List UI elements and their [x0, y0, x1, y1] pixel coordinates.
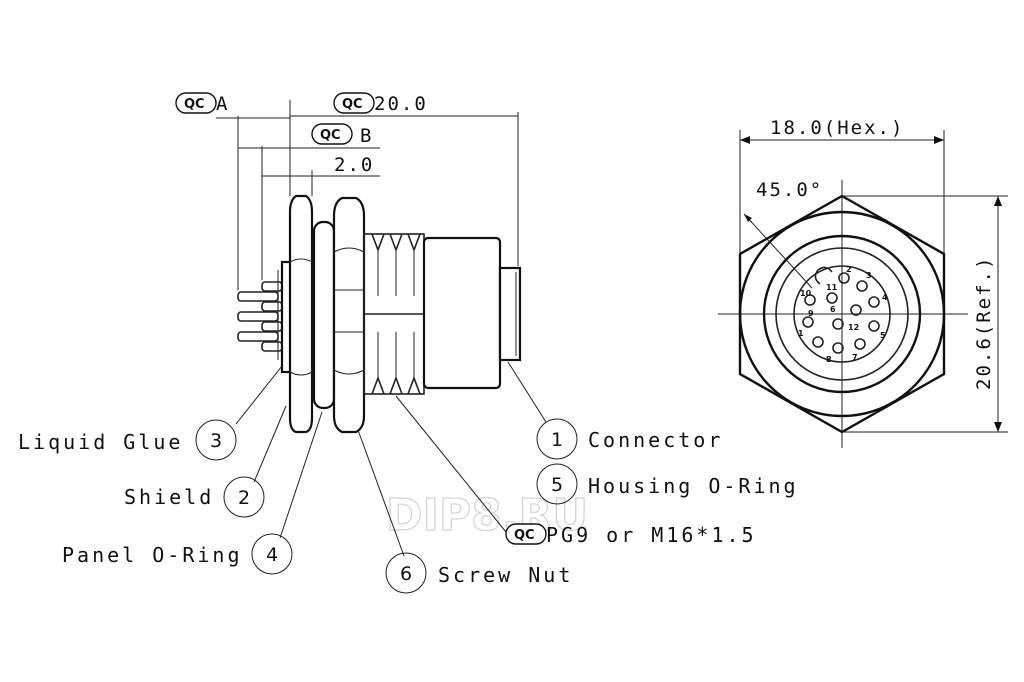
svg-text:Screw Nut: Screw Nut: [438, 563, 573, 587]
svg-text:10: 10: [800, 289, 812, 298]
housing-body: [422, 236, 502, 390]
thread-spec-label: QC PG9 or M16*1.5: [505, 523, 757, 547]
svg-text:QC: QC: [514, 528, 535, 543]
svg-text:1: 1: [798, 329, 804, 338]
svg-text:1: 1: [551, 429, 563, 451]
svg-text:Shield: Shield: [124, 485, 214, 509]
hex-width-label: 18.0(Hex.): [770, 117, 904, 139]
screw-nut: [332, 196, 366, 434]
front-dimensions: 18.0(Hex.) 20.6(Ref.) 45.0°: [739, 117, 1008, 433]
flange-dimension-label: 2.0: [334, 154, 374, 176]
svg-text:3: 3: [866, 271, 872, 280]
svg-text:7: 7: [852, 353, 858, 362]
leader-lines: [235, 361, 547, 557]
svg-text:5: 5: [880, 331, 886, 340]
svg-text:B: B: [360, 125, 373, 147]
svg-text:2: 2: [238, 487, 250, 509]
callout-screw-nut: 6 Screw Nut: [385, 552, 573, 594]
qc-a-label: QC A: [175, 92, 229, 115]
svg-text:6: 6: [400, 563, 412, 585]
callout-connector: 1 Connector: [536, 418, 723, 460]
svg-text:5: 5: [551, 474, 563, 496]
callout-housing-o-ring: 5 Housing O-Ring: [536, 463, 799, 505]
qc-overall-length-label: QC 20.0: [333, 92, 428, 115]
svg-text:A: A: [216, 93, 229, 115]
angle-label: 45.0°: [756, 179, 823, 201]
rear-pins: [237, 270, 283, 360]
side-dimensions: QC A QC 20.0 QC B 2.0: [175, 92, 519, 290]
svg-text:12: 12: [848, 323, 859, 332]
svg-text:20.0: 20.0: [374, 93, 428, 115]
pin-face: [793, 265, 891, 363]
svg-text:2: 2: [846, 265, 852, 274]
svg-text:8: 8: [826, 355, 832, 364]
svg-text:Panel O-Ring: Panel O-Ring: [62, 543, 243, 567]
svg-text:Housing O-Ring: Housing O-Ring: [588, 474, 799, 498]
callout-shield: Shield 2: [124, 476, 265, 518]
svg-text:PG9 or M16*1.5: PG9 or M16*1.5: [546, 523, 757, 547]
svg-text:3: 3: [210, 430, 222, 452]
svg-text:4: 4: [882, 293, 888, 302]
svg-text:QC: QC: [184, 97, 205, 112]
insert-ring: [775, 247, 909, 381]
svg-text:11: 11: [826, 283, 838, 292]
svg-text:Connector: Connector: [588, 428, 723, 452]
callout-panel-o-ring: Panel O-Ring 4: [62, 533, 293, 575]
callout-liquid-glue: Liquid Glue 3: [18, 419, 237, 461]
svg-text:4: 4: [266, 544, 278, 566]
outer-ring: [762, 234, 922, 394]
thread: [363, 233, 425, 395]
svg-text:Liquid Glue: Liquid Glue: [18, 430, 183, 454]
flange-nut: [288, 194, 314, 434]
svg-text:6: 6: [830, 305, 836, 314]
hex-inscribed-circle: [738, 210, 946, 418]
pin-layout: 10 1 8 7 5 4 3 2 11 12 9 6: [798, 265, 888, 364]
side-view: [237, 194, 522, 434]
panel-o-ring: [312, 220, 336, 410]
svg-text:QC: QC: [342, 97, 363, 112]
connector-face: [498, 266, 522, 362]
svg-text:QC: QC: [320, 128, 341, 143]
across-corners-label: 20.6(Ref.): [973, 256, 995, 390]
front-view: 10 1 8 7 5 4 3 2 11 12 9 6: [718, 180, 968, 448]
watermark: DIP8.RU: [386, 490, 588, 541]
qc-b-label: QC B: [311, 123, 373, 147]
svg-text:9: 9: [808, 309, 814, 318]
